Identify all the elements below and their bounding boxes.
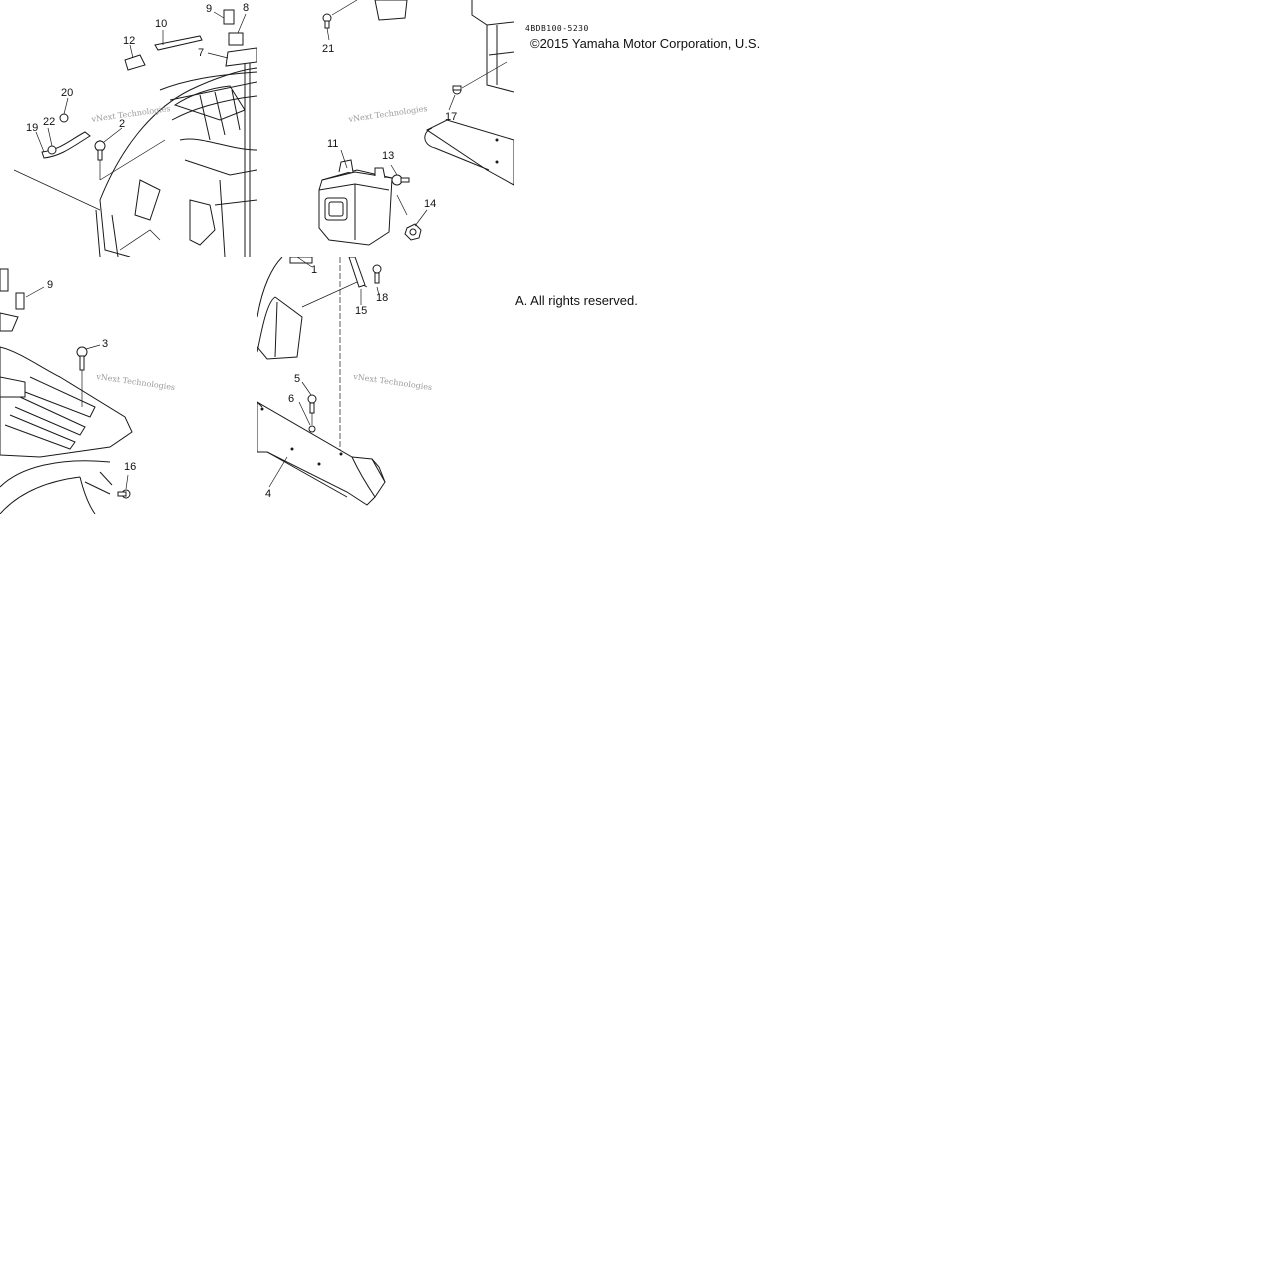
callout-3: 3	[102, 338, 108, 350]
callout-22: 22	[43, 116, 55, 128]
callout-14: 14	[424, 198, 436, 210]
callout-11: 11	[327, 138, 338, 150]
copyright-line-2: A. All rights reserved.	[515, 293, 638, 308]
watermark-text: vNext Technologies	[352, 372, 433, 392]
callout-19: 19	[26, 122, 38, 134]
rack-drawing-lower: vNext Technologies 9 3 16	[0, 268, 176, 514]
callout-9b: 9	[47, 279, 53, 291]
callout-17: 17	[445, 111, 457, 123]
callout-5: 5	[294, 373, 300, 385]
callout-6: 6	[288, 393, 294, 405]
callout-18: 18	[376, 292, 388, 304]
callout-1: 1	[311, 264, 317, 276]
tank-drawing: vNext Technologies 21 11 13 14 17	[318, 0, 514, 246]
callout-15: 15	[355, 305, 367, 317]
floor-plate-drawing: vNext Technologies 1 18 15 5 6 4	[257, 257, 433, 506]
watermark-text: vNext Technologies	[95, 372, 176, 392]
callout-9: 9	[206, 3, 212, 15]
diagram-tile-bottom-left: vNext Technologies 9 3 16	[0, 257, 257, 514]
callout-20: 20	[61, 87, 73, 99]
diagram-tile-bottom-middle: vNext Technologies 1 18 15 5 6 4	[257, 257, 514, 514]
fender-rack-drawing-upper: vNext Technologies 9 8 10 7 12 20 22 19 …	[13, 2, 257, 257]
diagram-tile-top-middle: vNext Technologies 21 11 13 14 17	[257, 0, 514, 257]
drawing-code: 4BDB100-5230	[525, 24, 589, 33]
callout-2: 2	[119, 118, 125, 130]
callout-16: 16	[124, 461, 136, 473]
diagram-tile-top-left: vNext Technologies 9 8 10 7 12 20 22 19 …	[0, 0, 257, 257]
callout-7: 7	[198, 47, 204, 59]
copyright-line-1: ©2015 Yamaha Motor Corporation, U.S.	[530, 36, 761, 51]
watermark-text: vNext Technologies	[347, 104, 428, 124]
callout-12: 12	[123, 35, 135, 47]
callout-4: 4	[265, 488, 271, 500]
callout-10: 10	[155, 18, 167, 30]
callout-8: 8	[243, 2, 249, 14]
callout-13: 13	[382, 150, 394, 162]
callout-21: 21	[322, 43, 334, 55]
watermark-text: vNext Technologies	[90, 104, 171, 124]
